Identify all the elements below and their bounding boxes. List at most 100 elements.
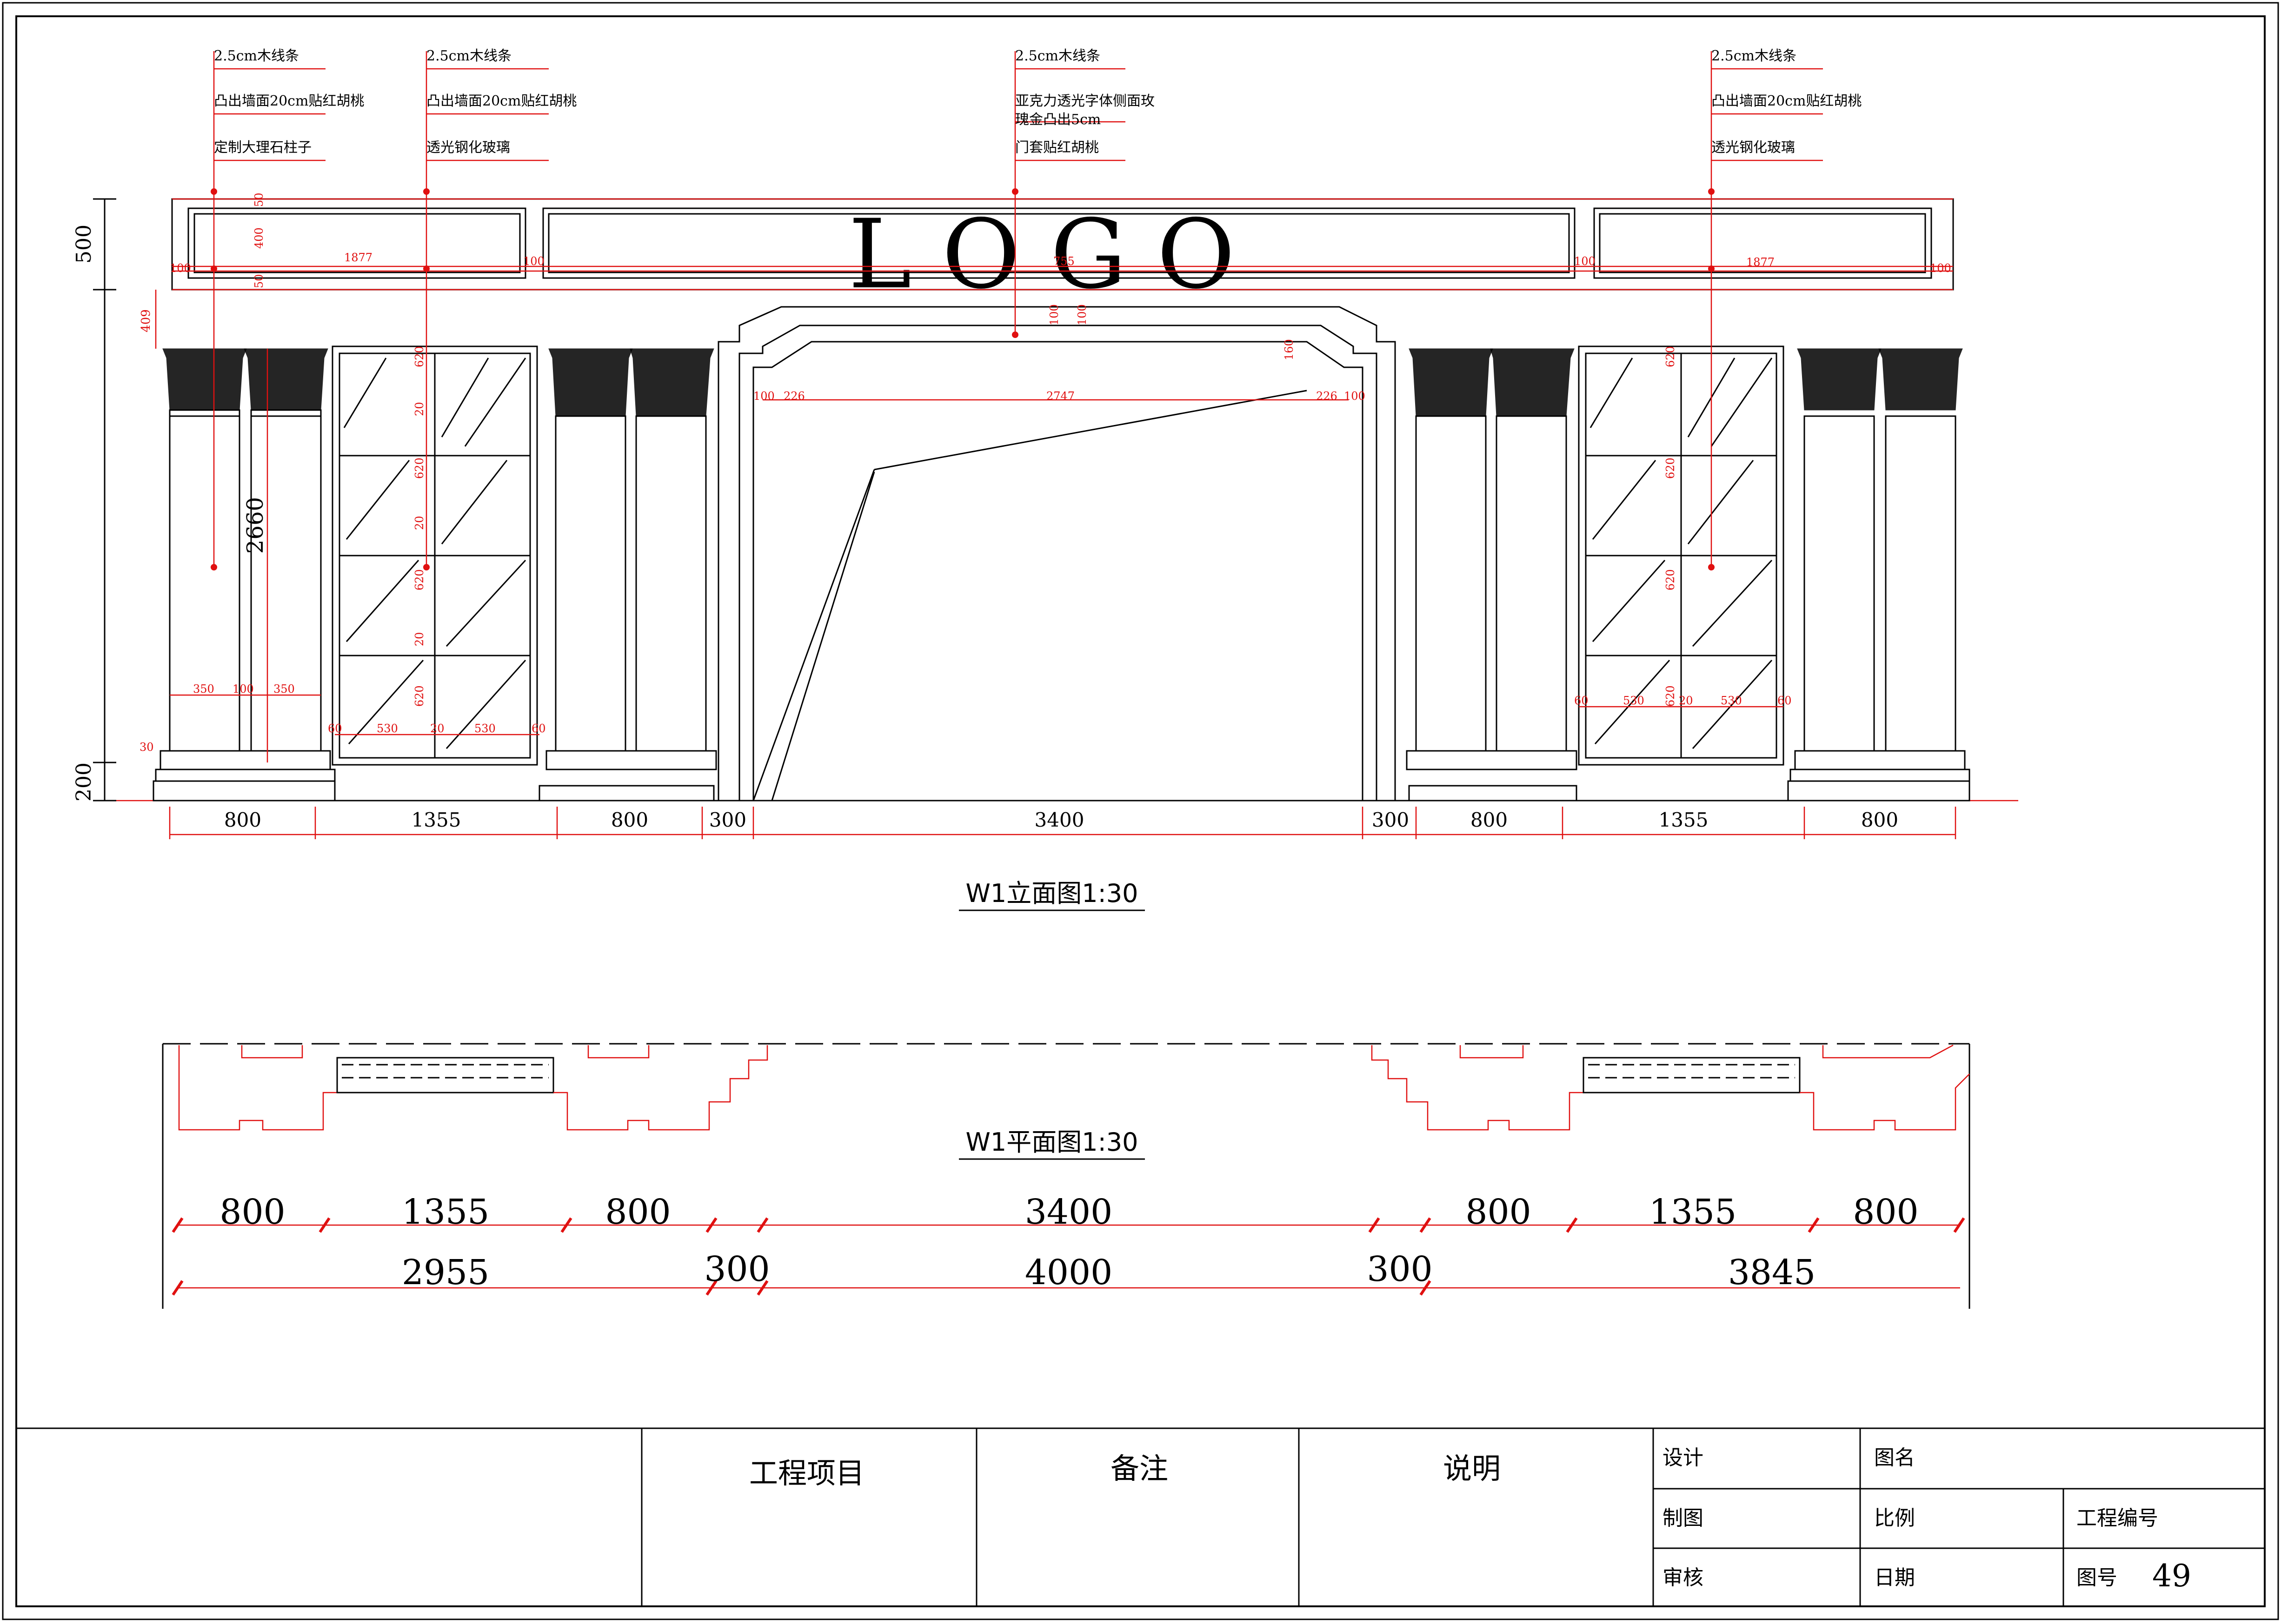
dim-530-rd: 530 bbox=[1721, 694, 1742, 707]
dim-100-top2: 100 bbox=[1076, 304, 1089, 325]
dim-100-door-r: 100 bbox=[1344, 390, 1365, 403]
note-left-col-2: 凸出墙面20cm贴红胡桃 bbox=[214, 93, 364, 109]
note-right-glass-2: 凸出墙面20cm贴红胡桃 bbox=[1711, 93, 1862, 109]
dim-530-rc: 530 bbox=[1623, 694, 1644, 707]
plan-dim2-a: 2955 bbox=[402, 1253, 489, 1293]
note-left-col-1: 2.5cm木线条 bbox=[214, 48, 299, 64]
dim-620-c: 620 bbox=[413, 569, 426, 590]
elevation-title: W1立面图1:30 bbox=[965, 879, 1138, 908]
plan-dim1-b: 1355 bbox=[402, 1192, 489, 1232]
dim-20-rm: 20 bbox=[1679, 694, 1693, 707]
dim-350-b: 350 bbox=[273, 683, 295, 696]
dim-226-r: 226 bbox=[1316, 390, 1337, 403]
dim-100-c: 100 bbox=[1574, 255, 1596, 268]
inner-border bbox=[15, 15, 2266, 1607]
note-right-glass-3: 透光钢化玻璃 bbox=[1711, 139, 1795, 156]
elev-dim-4: 300 bbox=[709, 809, 746, 831]
dim-620-d: 620 bbox=[413, 685, 426, 707]
dim-60-rl: 60 bbox=[1574, 694, 1589, 707]
plan-dim2-c: 4000 bbox=[1025, 1253, 1112, 1293]
dim-left-200: 200 bbox=[72, 762, 96, 802]
plan-dim1-f: 1355 bbox=[1649, 1192, 1736, 1232]
dim-1877-right: 1877 bbox=[1746, 256, 1775, 269]
tb-design: 设计 bbox=[1663, 1446, 1703, 1470]
dim-160: 160 bbox=[1283, 339, 1296, 360]
elev-dim-7: 800 bbox=[1470, 809, 1508, 831]
dim-100-top: 100 bbox=[1048, 304, 1061, 325]
note-center-3: 瑰金凸出5cm bbox=[1015, 112, 1101, 128]
dim-620-rc: 620 bbox=[1664, 569, 1677, 590]
dim-50-h1: 50 bbox=[253, 192, 266, 207]
tb-scale: 比例 bbox=[1874, 1506, 1915, 1530]
note-center-1: 2.5cm木线条 bbox=[1015, 48, 1100, 64]
elev-dim-8: 1355 bbox=[1659, 809, 1709, 831]
glass-panel-left bbox=[332, 345, 538, 766]
dim-left-409: 409 bbox=[139, 309, 153, 332]
dim-530-a: 530 bbox=[377, 722, 398, 735]
plan-dim2-d: 300 bbox=[1367, 1249, 1432, 1289]
dim-100-door-l: 100 bbox=[753, 390, 775, 403]
plan-dim1-d: 3400 bbox=[1025, 1192, 1112, 1232]
tb-drawing-name: 图名 bbox=[1874, 1446, 1915, 1470]
tb-drawing-no-label: 图号 bbox=[2076, 1566, 2117, 1590]
dim-column-2660: 2660 bbox=[242, 497, 268, 554]
central-doorway bbox=[718, 306, 1396, 801]
plan-dim1-e: 800 bbox=[1465, 1192, 1531, 1232]
dim-left-500: 500 bbox=[72, 225, 96, 264]
dim-60-rr: 60 bbox=[1777, 694, 1792, 707]
dim-350-a: 350 bbox=[193, 683, 214, 696]
tb-drawing-number: 49 bbox=[2152, 1558, 2191, 1594]
dim-20-a: 20 bbox=[413, 402, 426, 416]
dim-530-b: 530 bbox=[474, 722, 496, 735]
elev-dim-1: 800 bbox=[224, 809, 261, 831]
tb-review: 审核 bbox=[1663, 1566, 1703, 1590]
elev-dim-5: 3400 bbox=[1035, 809, 1084, 831]
dim-755: 755 bbox=[1053, 255, 1075, 268]
tb-drafting: 制图 bbox=[1663, 1506, 1703, 1530]
elev-dim-9: 800 bbox=[1861, 809, 1898, 831]
dim-60-l: 60 bbox=[328, 722, 342, 735]
tb-remarks: 备注 bbox=[1111, 1452, 1168, 1485]
note-left-glass-2: 凸出墙面20cm贴红胡桃 bbox=[426, 93, 577, 109]
column-group-right-inner bbox=[1406, 348, 1577, 802]
column-group-right bbox=[1787, 348, 1970, 802]
dim-20-m: 20 bbox=[430, 722, 445, 735]
note-right-glass-1: 2.5cm木线条 bbox=[1711, 48, 1796, 64]
plan-title: W1平面图1:30 bbox=[965, 1127, 1138, 1157]
note-left-glass-1: 2.5cm木线条 bbox=[426, 48, 512, 64]
dim-620-rd: 620 bbox=[1664, 685, 1677, 707]
title-block: 工程项目 备注 说明 设计 制图 审核 图名 比例 日期 工程编号 图号 49 bbox=[16, 1427, 2265, 1606]
elev-dim-2: 1355 bbox=[412, 809, 461, 831]
column-group-left bbox=[153, 348, 336, 802]
dim-226-l: 226 bbox=[784, 390, 805, 403]
elev-dim-6: 300 bbox=[1372, 809, 1409, 831]
dim-1877-left: 1877 bbox=[344, 251, 372, 264]
plan-view: W1平面图1:30 800 1355 800 3400 800 1355 800 bbox=[162, 1043, 1970, 1309]
dim-30: 30 bbox=[140, 741, 154, 754]
column-group-left-inner bbox=[539, 348, 717, 802]
logo-text: L O G O bbox=[848, 199, 1235, 310]
note-center-2: 亚克力透光字体侧面玫 bbox=[1015, 93, 1155, 109]
dim-100-b: 100 bbox=[523, 255, 545, 268]
elev-dim-3: 800 bbox=[611, 809, 648, 831]
plan-dim1-a: 800 bbox=[219, 1192, 285, 1232]
elevation-view: L O G O bbox=[72, 48, 2018, 911]
tb-project: 工程项目 bbox=[749, 1456, 865, 1490]
dim-100-d: 100 bbox=[1930, 262, 1951, 275]
dim-50-h2: 50 bbox=[253, 274, 266, 288]
dim-620-a: 620 bbox=[413, 346, 426, 367]
dim-20-b: 20 bbox=[413, 516, 426, 530]
dim-620-rb: 620 bbox=[1664, 457, 1677, 479]
tb-date: 日期 bbox=[1874, 1566, 1915, 1590]
tb-project-number: 工程编号 bbox=[2076, 1506, 2158, 1530]
note-left-glass-3: 透光钢化玻璃 bbox=[426, 139, 510, 156]
dim-620-ra: 620 bbox=[1664, 346, 1677, 367]
dim-20-c: 20 bbox=[413, 632, 426, 646]
glass-panel-right bbox=[1578, 345, 1784, 766]
note-left-col-3: 定制大理石柱子 bbox=[214, 139, 312, 156]
dim-100-col: 100 bbox=[233, 683, 254, 696]
dim-60-r: 60 bbox=[532, 722, 546, 735]
